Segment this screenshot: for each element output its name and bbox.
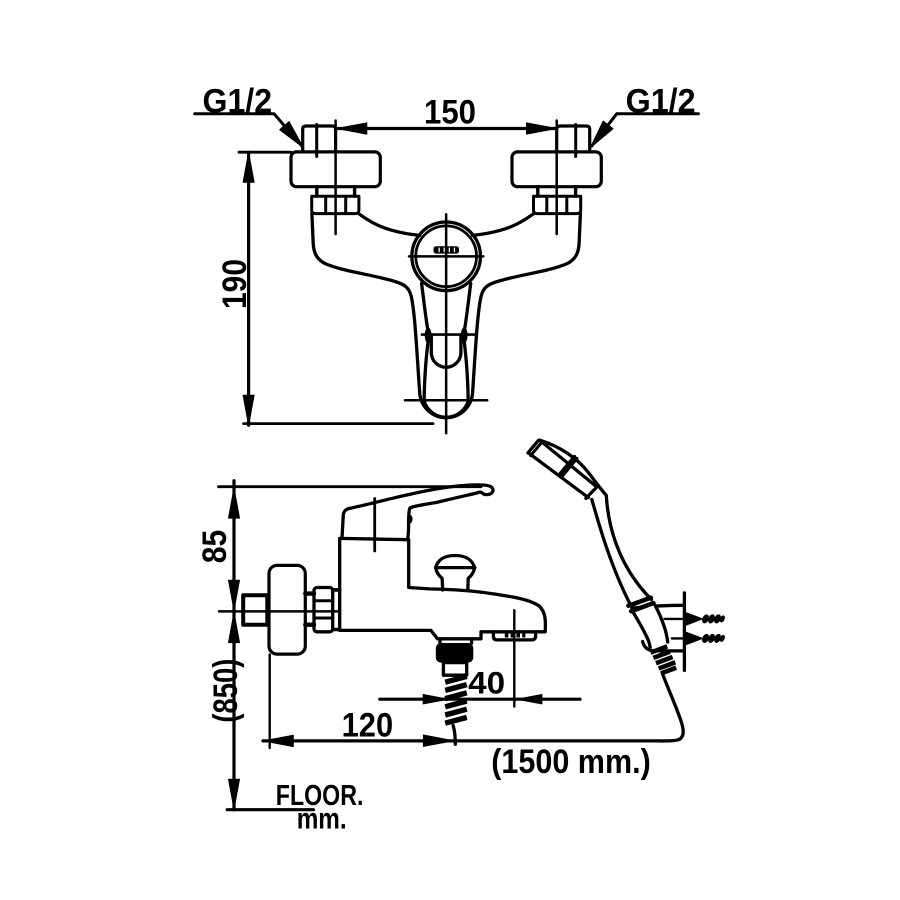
svg-text:190: 190 bbox=[216, 259, 254, 309]
svg-text:(1500 mm.): (1500 mm.) bbox=[491, 743, 651, 781]
svg-text:G1/2: G1/2 bbox=[626, 82, 696, 120]
svg-text:120: 120 bbox=[342, 706, 394, 744]
svg-text:85: 85 bbox=[196, 530, 234, 564]
svg-text:FLOOR.: FLOOR. bbox=[276, 780, 364, 812]
svg-text:150: 150 bbox=[424, 93, 476, 131]
svg-text:(850): (850) bbox=[207, 659, 245, 723]
svg-text:G1/2: G1/2 bbox=[203, 82, 273, 120]
svg-text:mm.: mm. bbox=[297, 803, 347, 836]
svg-text:40: 40 bbox=[468, 664, 505, 700]
